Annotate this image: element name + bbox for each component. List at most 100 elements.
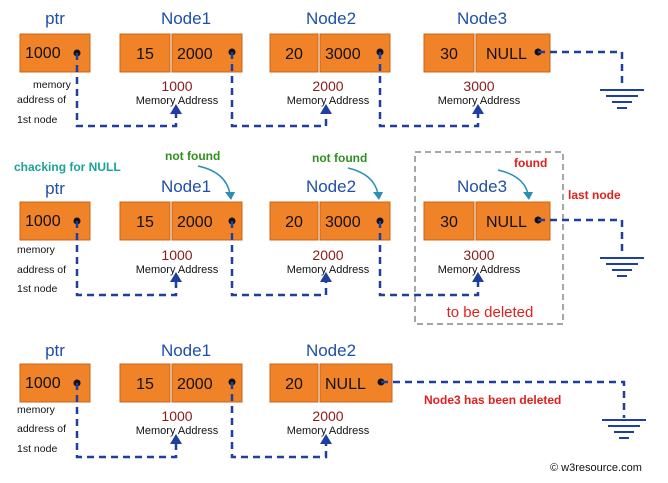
to-be-deleted-label: to be deleted: [447, 304, 534, 321]
node3-address: 3000: [463, 78, 494, 94]
ptr-value: 1000: [25, 213, 61, 230]
node2-title: Node2: [306, 9, 356, 28]
node3-deleted-note: Node3 has been deleted: [424, 393, 561, 407]
node2-next: 3000: [325, 214, 361, 231]
mem-label-line-2: address of: [17, 264, 66, 276]
last-node-label: last node: [568, 188, 621, 202]
node2-title: Node2: [306, 177, 356, 196]
ptr-box: [19, 201, 91, 241]
ptr-header: ptr: [45, 9, 65, 28]
ptr-header: ptr: [45, 341, 65, 360]
arrow-head: [472, 104, 484, 114]
mem-label-line-3: 1st node: [17, 283, 57, 295]
node2-title: Node2: [306, 341, 356, 360]
to-be-deleted-frame: [414, 151, 564, 325]
link-node3-null: [538, 218, 624, 256]
node3-address-label: Memory Address: [438, 264, 521, 276]
check-curve-arrow: [197, 165, 231, 195]
ptr-header: ptr: [45, 179, 65, 198]
node2-data-cell: [269, 363, 319, 403]
mem-label-line-1: memory: [17, 244, 56, 256]
arrow-head: [170, 434, 182, 444]
arrow-head: [225, 192, 235, 200]
node3-data-cell: [423, 33, 475, 73]
found-label: found: [514, 156, 547, 170]
mem-label-line-3: 1st node: [17, 443, 57, 455]
row-3: ptr 1000 memory address of 1st node Node…: [17, 341, 646, 459]
node1-address-label: Memory Address: [136, 264, 219, 276]
mem-label-line-3: 1st node: [17, 114, 57, 126]
node3-title: Node3: [457, 9, 507, 28]
node1-data: 15: [136, 46, 154, 63]
node2-next: NULL: [325, 376, 366, 393]
node1-data: 15: [136, 376, 154, 393]
node1-address-label: Memory Address: [136, 425, 219, 437]
node1-address: 1000: [161, 408, 192, 424]
node3-data: 30: [440, 214, 458, 231]
link-node1-node2: [230, 382, 328, 459]
node1-title: Node1: [161, 341, 211, 360]
link-node2-null: [381, 380, 626, 418]
row-1: ptr 1000 memory address of 1st node Node…: [17, 9, 644, 128]
arrow-head: [320, 272, 332, 282]
not-found-label-2: not found: [312, 151, 367, 165]
ptr-value: 1000: [25, 45, 61, 62]
node1-address-label: Memory Address: [136, 95, 219, 107]
arrow-head: [320, 104, 332, 114]
link-ptr-node1: [75, 383, 178, 459]
node1-data: 15: [136, 214, 154, 231]
checking-null-label: chacking for NULL: [14, 160, 121, 174]
arrow-head: [523, 192, 533, 200]
node1-next: 2000: [177, 376, 213, 393]
node2-address: 2000: [312, 408, 343, 424]
check-curve-arrow: [497, 169, 529, 195]
node2-data: 20: [285, 46, 303, 63]
link-node2-node3: [378, 221, 480, 297]
node1-title: Node1: [161, 177, 211, 196]
not-found-label-1: not found: [165, 149, 220, 163]
ground-icon: [600, 257, 644, 277]
mem-label-line-2: address of: [17, 423, 66, 435]
arrow-head: [170, 104, 182, 114]
ptr-value: 1000: [25, 375, 61, 392]
node1-address: 1000: [161, 78, 192, 94]
node3-address: 3000: [463, 247, 494, 263]
link-node3-null: [538, 50, 624, 88]
node1-data-cell: [119, 33, 171, 73]
ground-icon: [602, 419, 646, 439]
link-ptr-node1: [75, 221, 178, 297]
node2-next: 3000: [325, 46, 361, 63]
node3-title: Node3: [457, 177, 507, 196]
check-curve-arrow: [347, 167, 379, 195]
node1-data-cell: [119, 201, 171, 241]
node1-next: 2000: [177, 214, 213, 231]
node2-address: 2000: [312, 247, 343, 263]
mem-label-line-1: memory: [17, 404, 56, 416]
node2-data-cell: [269, 201, 319, 241]
node1-title: Node1: [161, 9, 211, 28]
node2-address-label: Memory Address: [287, 95, 370, 107]
site-credit: © w3resource.com: [550, 462, 642, 474]
arrow-head: [320, 434, 332, 444]
link-node1-node2: [230, 221, 328, 297]
node2-data-cell: [269, 33, 319, 73]
node3-address-label: Memory Address: [438, 95, 521, 107]
node1-data-cell: [119, 363, 171, 403]
node1-address: 1000: [161, 247, 192, 263]
node2-data: 20: [285, 376, 303, 393]
node2-address-label: Memory Address: [287, 264, 370, 276]
node3-next: NULL: [486, 214, 527, 231]
node2-address: 2000: [312, 78, 343, 94]
node1-next: 2000: [177, 46, 213, 63]
link-ptr-node1: [75, 53, 178, 128]
mem-label-line-1: memory: [33, 79, 72, 91]
arrow-head: [373, 192, 383, 200]
arrow-head: [472, 272, 484, 282]
node3-data-cell: [423, 201, 475, 241]
node2-data: 20: [285, 214, 303, 231]
link-node1-node2: [230, 52, 328, 128]
node2-address-label: Memory Address: [287, 425, 370, 437]
arrow-head: [170, 272, 182, 282]
ground-icon: [600, 89, 644, 109]
